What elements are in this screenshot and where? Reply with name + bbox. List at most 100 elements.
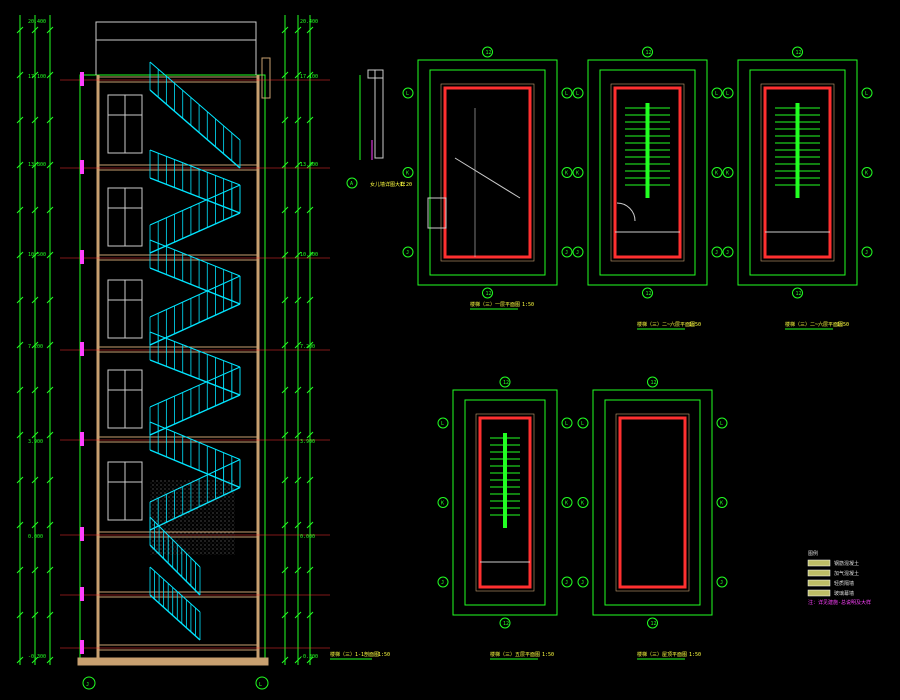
plan-2-axis-label-2: L <box>576 91 579 97</box>
plan-1-axis-bubble-3 <box>402 167 414 178</box>
section-dim-tick <box>306 71 314 79</box>
plan-1-axis-label-3: K <box>406 171 409 177</box>
plan-3-dim-frame <box>749 69 846 276</box>
section-dim-tick <box>281 341 289 349</box>
plan-3-axis-label-6: K <box>865 171 868 177</box>
plan-5-axis-bubble-0 <box>647 376 658 388</box>
plan-2-axis-label-5: L <box>715 91 718 97</box>
detail-wall <box>374 69 384 159</box>
elevation-label-left-3: 7.200 <box>28 344 43 350</box>
plan-1-scale: 1:50 <box>522 302 534 308</box>
plan-2-scale: 1:50 <box>689 322 701 328</box>
plan-5-scale: 1:50 <box>689 652 701 658</box>
stair-stringer-0 <box>149 177 241 214</box>
plan-4-wall-outer <box>475 413 535 592</box>
section-dim-tick <box>46 296 54 304</box>
section-dim-tick <box>294 116 302 124</box>
detail-title: 女儿墙详图大样 <box>370 181 405 188</box>
section-dim-tick <box>16 116 24 124</box>
section-dim-tick <box>46 26 54 34</box>
section-dim-tick <box>16 566 24 574</box>
elevation-label-left-4: 10.500 <box>28 252 46 258</box>
plan-2-axis-label-3: K <box>576 171 579 177</box>
plan-2-axis-bubble-0 <box>642 46 653 58</box>
stair-stringer-8 <box>149 89 241 169</box>
plan-3-axis-label-3: K <box>726 171 729 177</box>
section-dim-tick <box>294 161 302 169</box>
plan-3-axis-bubble-3 <box>722 167 734 178</box>
detail-callout: A <box>350 181 353 187</box>
elevation-label-left-0: -0.300 <box>28 654 46 660</box>
section-dim-tick <box>281 386 289 394</box>
section-dim-tick <box>294 656 302 664</box>
plan-3-axis-bubble-2 <box>722 87 734 99</box>
section-dim-tick <box>31 656 39 664</box>
section-dim-tick <box>31 476 39 484</box>
floor-magenta-mark-0 <box>80 72 84 86</box>
plan-4-axis-label-6: K <box>565 501 568 507</box>
legend-title: 图例 <box>808 550 818 557</box>
stair-hatch-area <box>150 480 235 555</box>
section-dim-tick <box>16 341 24 349</box>
section-dim-tick <box>306 521 314 529</box>
axis-bubble-j <box>82 676 96 690</box>
plan-5-axis-label-4: J <box>581 580 584 586</box>
section-dim-tick <box>281 521 289 529</box>
floor-magenta-mark-5 <box>80 527 84 541</box>
section-dim-tick <box>31 431 39 439</box>
plan-1-axis-bubble-7 <box>561 246 573 258</box>
section-dim-tick <box>294 251 302 259</box>
section-dim-tick <box>281 566 289 574</box>
section-dim-tick <box>281 296 289 304</box>
section-dim-tick <box>31 521 39 529</box>
plan-2-axis-label-4: J <box>576 250 579 256</box>
plan-3-outer-dim-frame <box>737 59 858 286</box>
elevation-label-left-6: 17.100 <box>28 74 46 80</box>
plan-1-outer-dim-frame <box>417 59 558 286</box>
plan-2-outer-dim-frame <box>587 59 708 286</box>
plan-3-walls <box>763 86 832 259</box>
plan-2-axis-label-7: J <box>715 250 718 256</box>
parapet-detail: A 女儿墙详图大样 1:20 <box>346 69 412 189</box>
section-dim-tick <box>294 521 302 529</box>
legend-label-0: 钢筋混凝土 <box>834 560 859 567</box>
legend-swatch-2 <box>807 579 831 587</box>
legend-label-3: 玻璃幕墙 <box>834 590 854 597</box>
elevation-label-right-6: 17.100 <box>300 74 318 80</box>
plan-4-axis-label-2: L <box>441 421 444 427</box>
plan-2-axis-bubble-2 <box>572 87 584 99</box>
section-dim-tick <box>294 206 302 214</box>
section-dim-tick <box>46 611 54 619</box>
plan-4-axis-bubble-0 <box>499 376 511 388</box>
section-dim-tick <box>281 476 289 484</box>
plan-2-wall-outer <box>610 83 685 262</box>
plan-4-walls <box>478 416 532 589</box>
plan-1-axis-bubble-0 <box>482 46 493 58</box>
section-dim-tick <box>16 656 24 664</box>
plan-4-outer-dim-frame <box>452 389 558 616</box>
floor-slab-1 <box>97 164 259 171</box>
plan-2-axis-bubble-6 <box>711 167 723 178</box>
plan-5-axis-bubble-3 <box>577 497 589 508</box>
section-dim-tick <box>281 206 289 214</box>
plan-2-axis-bubble-4 <box>572 246 584 258</box>
section-dimension-lines <box>16 15 314 665</box>
section-dim-tick <box>281 26 289 34</box>
section-dim-tick <box>306 251 314 259</box>
plan-3-axis-label-2: L <box>726 91 729 97</box>
section-dim-tick <box>46 251 54 259</box>
plan-5-wall-outer <box>615 413 690 592</box>
section-dim-tick <box>46 476 54 484</box>
section-dim-tick <box>294 71 302 79</box>
plan-1-axis-bubble-5 <box>561 87 573 99</box>
section-dim-tick <box>281 71 289 79</box>
section-dim-tick <box>281 161 289 169</box>
section-stair-flights <box>149 61 241 641</box>
elevation-label-right-0: -0.300 <box>300 654 318 660</box>
stair-handrail-6 <box>149 421 241 460</box>
axis-bubble-l <box>255 676 269 690</box>
legend-note: 注：详见建施-总说明及大样 <box>808 599 871 606</box>
plan-3-axis-label-1: 12 <box>796 291 802 297</box>
